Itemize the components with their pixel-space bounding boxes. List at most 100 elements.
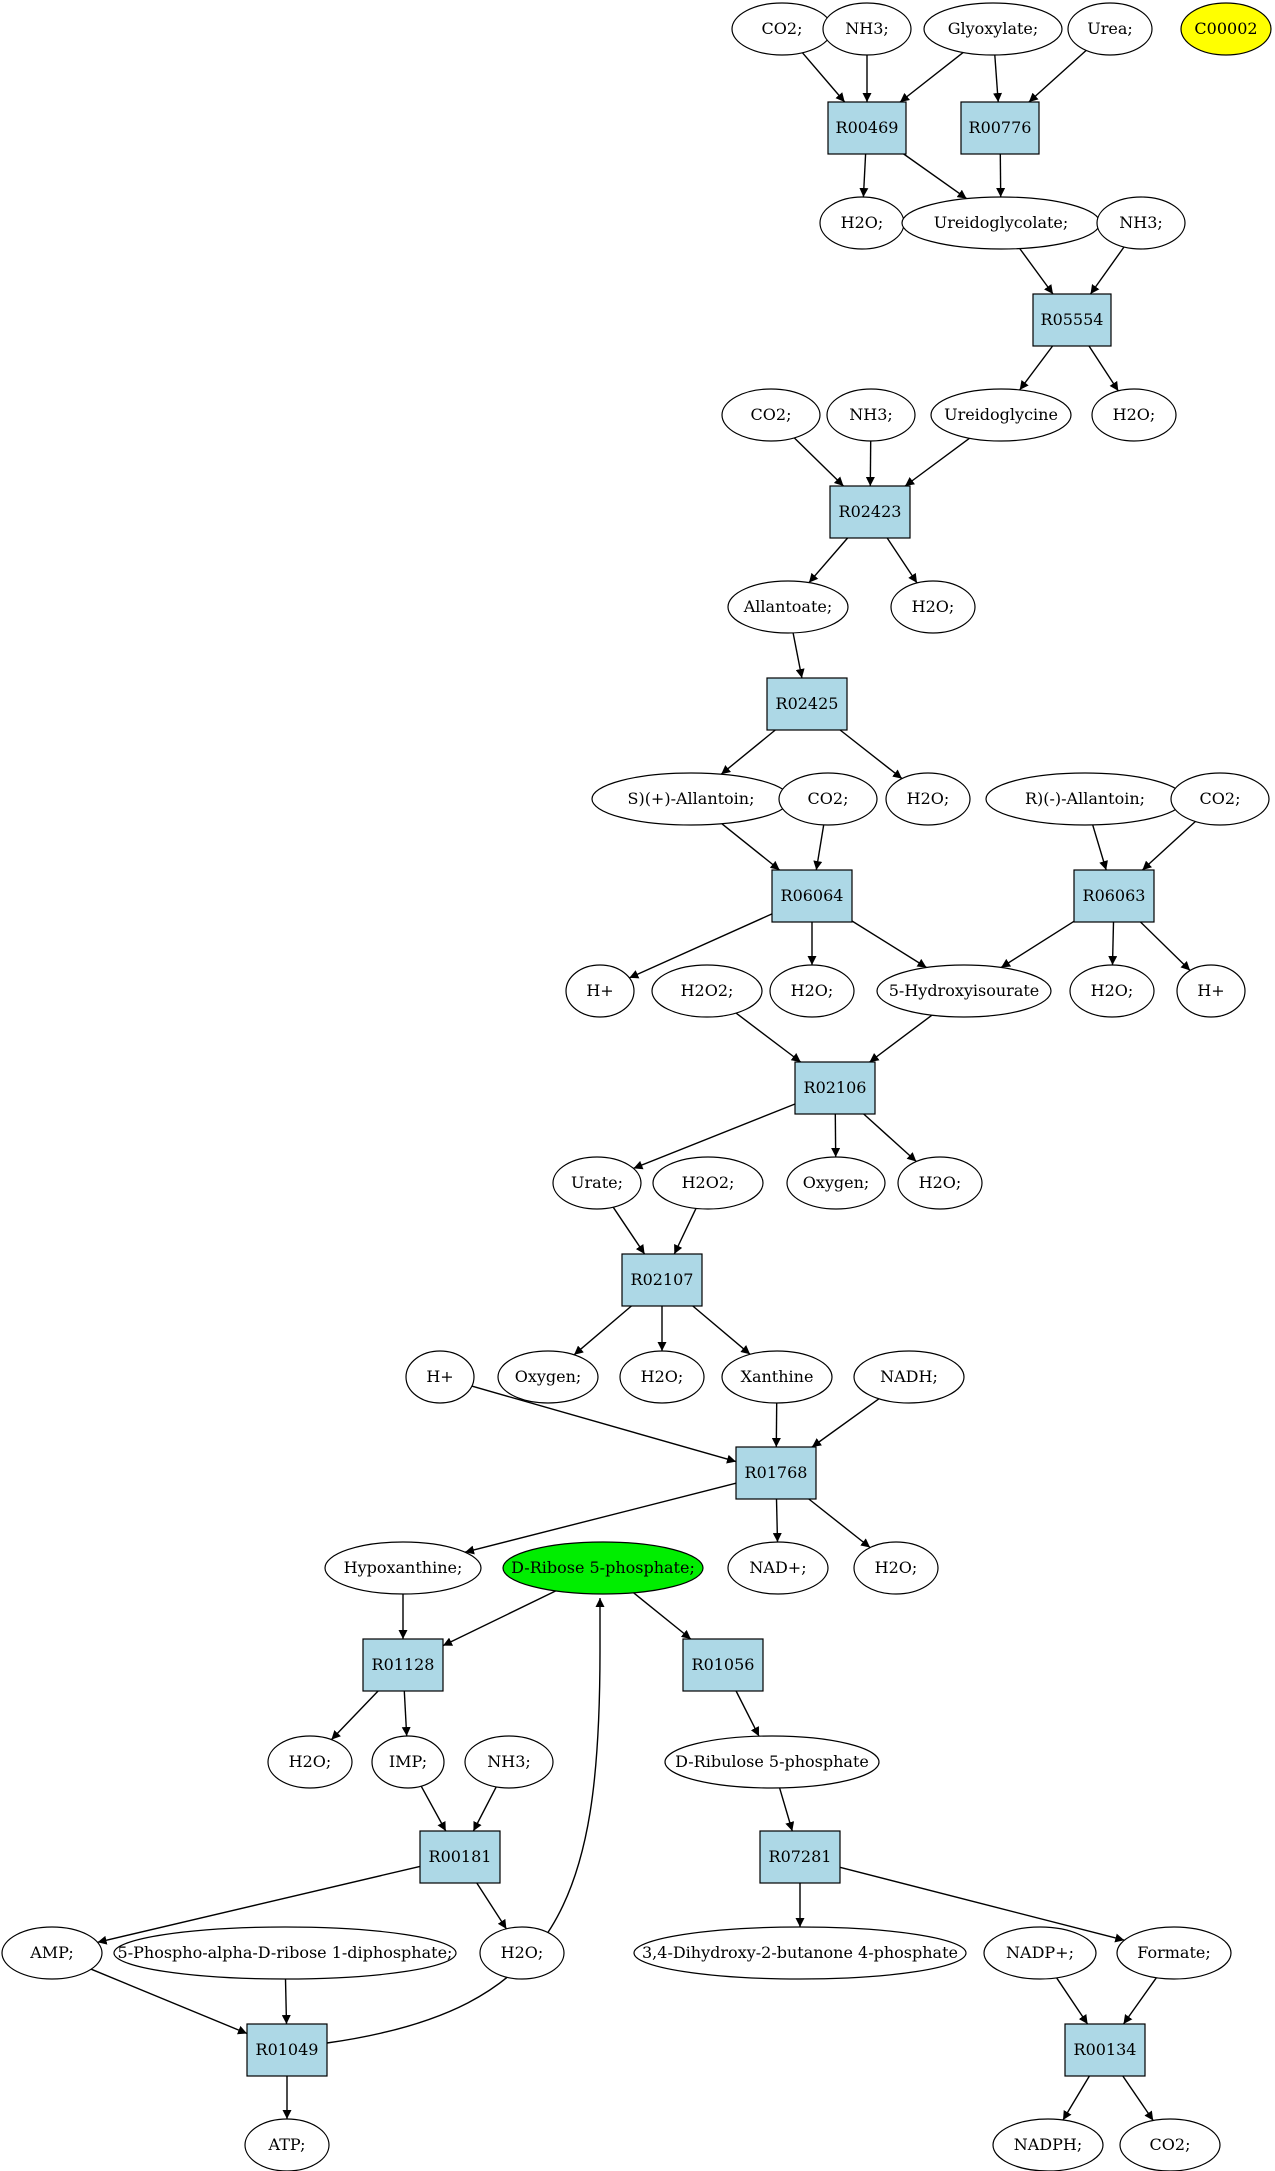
reaction-box [735, 1446, 817, 1500]
edge-prpp-to-r01049 [281, 1978, 291, 2025]
node-label: 5-Hydroxyisourate [889, 981, 1040, 1000]
compound-ellipse [890, 580, 976, 634]
edge-amp-to-r01049 [90, 1968, 248, 2035]
reaction-box [362, 1638, 444, 1692]
edge-r06064-to-hydroxyisourate [851, 920, 927, 969]
node-label: H2O2; [682, 1173, 735, 1192]
compound-node-hplus_a: H+ [565, 964, 635, 1018]
compound-ellipse [502, 1541, 704, 1595]
compound-node-dhbp: 3,4-Dihydroxy-2-butanone 4-phosphate [633, 1926, 967, 1980]
compound-node-ureidoglycine: Ureidoglycine [930, 388, 1072, 442]
compound-ellipse [923, 2, 1063, 56]
compound-ellipse [826, 388, 916, 442]
compound-ellipse [1067, 2, 1153, 56]
node-label: Hypoxanthine; [344, 1558, 463, 1577]
compound-node-ribose5p: D-Ribose 5-phosphate; [502, 1541, 704, 1595]
edge-hplus_c-to-r01768 [471, 1385, 737, 1464]
compound-node-h2o_e: H2O; [769, 964, 855, 1018]
reaction-box [827, 101, 907, 155]
edge-nadh-to-r01768 [811, 1398, 880, 1448]
node-label: NH3; [845, 19, 889, 38]
compound-ellipse [721, 1350, 833, 1404]
compound-node-formate: Formate; [1116, 1926, 1232, 1980]
compound-ellipse [885, 772, 971, 826]
compound-ellipse [552, 1156, 642, 1210]
node-label: D-Ribose 5-phosphate; [511, 1558, 695, 1577]
node-label: H2O; [919, 1173, 962, 1192]
edge-ribulose5p-to-r07281 [778, 1787, 795, 1832]
node-label: IMP; [389, 1752, 427, 1771]
node-label: Formate; [1137, 1943, 1211, 1962]
compound-ellipse [633, 1926, 967, 1980]
compound-node-nadplus: NAD+; [727, 1541, 829, 1595]
edge-r02423-to-allantoate [808, 537, 849, 584]
node-label: NADP+; [1006, 1943, 1074, 1962]
edge-r05554-to-ureidoglycine [1019, 345, 1054, 391]
reaction-node-r00134: R00134 [1064, 2023, 1146, 2077]
compound-node-urea: Urea; [1067, 2, 1153, 56]
edge-r01128-to-h2o_j [330, 1690, 379, 1741]
edge-urea-to-r00776 [1028, 49, 1087, 103]
compound-node-nadh: NADH; [853, 1350, 965, 1404]
node-label: Oxygen; [803, 1173, 870, 1192]
compound-ellipse [464, 1735, 554, 1789]
compound-ellipse [664, 1735, 880, 1789]
node-label: H2O; [289, 1752, 332, 1771]
compound-node-allantoate: Allantoate; [727, 580, 849, 634]
compound-ellipse [897, 1156, 983, 1210]
reaction-node-r07281: R07281 [759, 1830, 841, 1884]
edge-r01768-to-hypoxanthine [464, 1482, 737, 1555]
node-label: R02106 [804, 1078, 867, 1097]
node-label: R00469 [836, 118, 899, 137]
edge-r06063-to-hplus_b [1140, 921, 1191, 972]
compound-ellipse [1180, 2, 1272, 56]
reaction-node-r00469: R00469 [827, 101, 907, 155]
compound-node-h2o_c: H2O; [890, 580, 976, 634]
compound-node-h2o_d: H2O; [885, 772, 971, 826]
node-label: H2O; [841, 213, 884, 232]
reaction-node-r02425: R02425 [766, 677, 848, 731]
node-label: H2O; [912, 597, 955, 616]
edge-r07281-to-formate [839, 1866, 1125, 1943]
compound-node-nadpplus: NADP+; [983, 1926, 1097, 1980]
compound-node-h2o_f: H2O; [1069, 964, 1155, 1018]
node-label: CO2; [751, 405, 792, 424]
compound-ellipse [497, 1350, 599, 1404]
node-label: H+ [586, 981, 613, 1000]
node-label: R)(-)-Allantoin; [1025, 789, 1145, 808]
edge-co2_d-to-r06063 [1141, 820, 1196, 871]
compound-ellipse [1170, 772, 1270, 826]
node-label: NH3; [1119, 213, 1163, 232]
compound-node-h2o_g: H2O; [897, 1156, 983, 1210]
edge-r02106-to-urate [633, 1103, 796, 1170]
reaction-node-r05554: R05554 [1032, 293, 1112, 347]
reaction-box [419, 1830, 501, 1884]
node-label: Xanthine [741, 1367, 814, 1386]
compound-ellipse [1069, 964, 1155, 1018]
compound-node-urate: Urate; [552, 1156, 642, 1210]
compound-ellipse [479, 1926, 565, 1980]
edge-co2_b-to-r02423 [793, 437, 844, 487]
reaction-box [682, 1638, 764, 1692]
compound-ellipse [721, 388, 821, 442]
edge-r01128-to-imp [401, 1690, 411, 1737]
node-label: R01049 [256, 2040, 319, 2059]
compound-node-hplus_b: H+ [1176, 964, 1246, 1018]
node-label: Oxygen; [515, 1367, 582, 1386]
reaction-box [766, 677, 848, 731]
compound-ellipse [727, 580, 849, 634]
edge-urate-to-r02107 [612, 1206, 646, 1255]
compound-node-h2o_i: H2O; [853, 1541, 939, 1595]
compound-ellipse [727, 1541, 829, 1595]
compound-ellipse [853, 1541, 939, 1595]
compound-node-xanthine: Xanthine [721, 1350, 833, 1404]
node-label: R02107 [631, 1270, 694, 1289]
edge-r01056-to-ribulose5p [735, 1690, 760, 1737]
reaction-node-r02423: R02423 [829, 485, 911, 539]
compound-node-h2o2_b: H2O2; [652, 1156, 764, 1210]
node-label: R06063 [1083, 886, 1146, 905]
node-label: CO2; [762, 19, 803, 38]
node-label: R05554 [1041, 310, 1104, 329]
node-label: Allantoate; [743, 597, 833, 616]
